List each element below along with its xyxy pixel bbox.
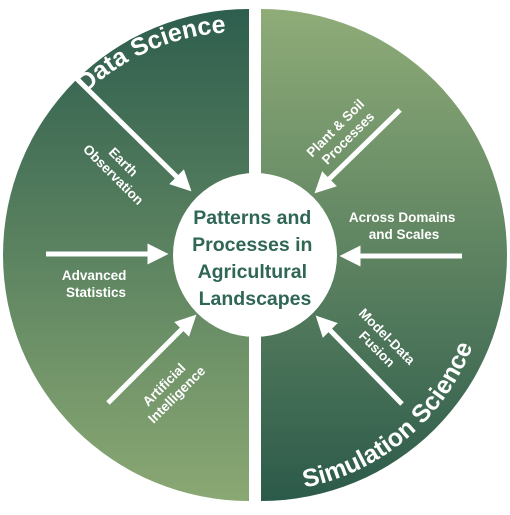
label-advanced-statistics: Advanced Statistics <box>62 268 130 300</box>
label-across-domains: Across Domains and Scales <box>349 210 459 242</box>
arrow-artificial-intelligence <box>106 314 197 405</box>
center-title: Patterns and Processes in Agricultural L… <box>192 207 318 310</box>
arrow-plant-soil <box>314 108 402 194</box>
arrow-model-data-fusion <box>315 315 404 406</box>
arrow-earth-observation <box>74 76 192 192</box>
center-circle <box>173 173 337 337</box>
